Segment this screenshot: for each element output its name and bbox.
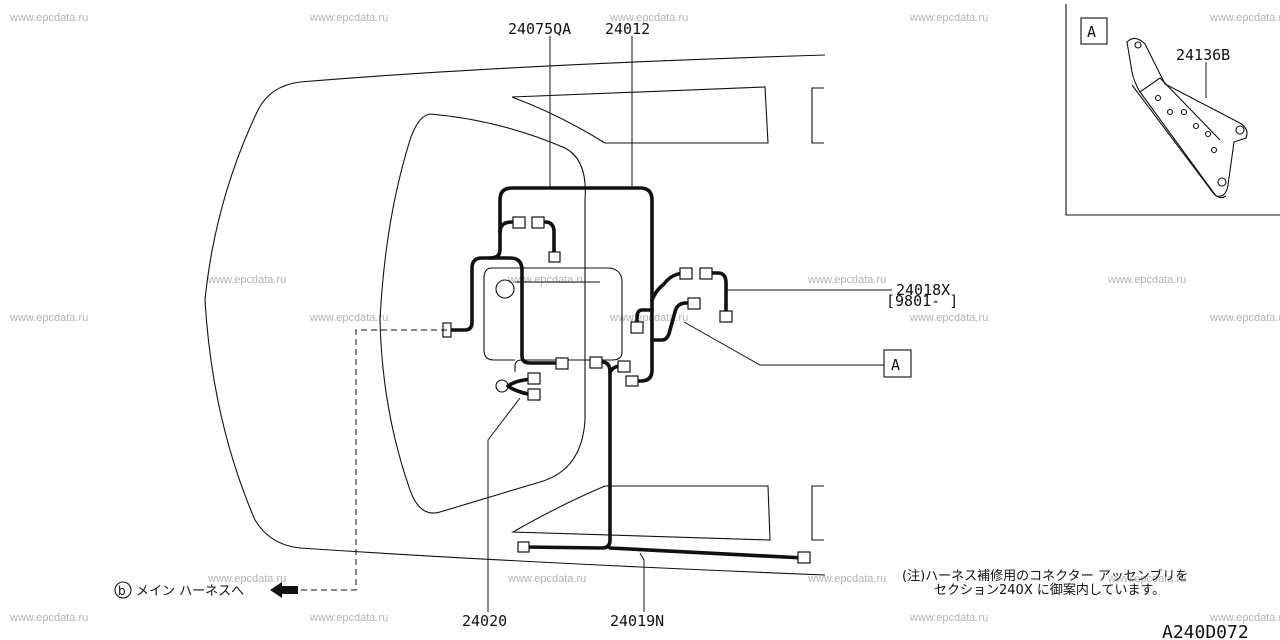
part-labels: 24075QA 24012 24018X [9801- ] 24020 2401…: [462, 20, 958, 630]
part-label-24018x: 24018X: [896, 281, 950, 299]
watermark: www.epcdata.ru: [9, 612, 88, 624]
connector: [699, 267, 713, 280]
watermark: www.epcdata.ru: [207, 274, 286, 286]
connector: [555, 357, 569, 370]
part-label-24020: 24020: [462, 612, 507, 630]
watermark: www.epcdata.ru: [909, 12, 988, 24]
connector: [617, 360, 631, 373]
watermark: www.epcdata.ru: [309, 312, 388, 324]
watermark: www.epcdata.ru: [1209, 12, 1280, 24]
watermark: www.epcdata.ru: [309, 12, 388, 24]
leader-lines: [300, 36, 892, 612]
connector: [517, 541, 530, 553]
watermark: www.epcdata.ru: [507, 274, 586, 286]
watermark: www.epcdata.ru: [1107, 274, 1186, 286]
watermark: www.epcdata.ru: [207, 573, 286, 585]
note-line-1: (注)ハーネス補修用のコネクター アッセンブリを: [902, 568, 1188, 584]
watermark: www.epcdata.ru: [9, 12, 88, 24]
bracket-drawing: [1126, 37, 1248, 199]
footnote: (注)ハーネス補修用のコネクター アッセンブリを セクション240X に御案内し…: [902, 568, 1188, 598]
note-line-2: セクション240X に御案内しています。: [934, 582, 1165, 598]
part-label-24012: 24012: [605, 20, 650, 38]
main-harness-label: メイン ハーネスへ: [136, 584, 244, 599]
watermark: www.epcdata.ru: [909, 312, 988, 324]
connector: [679, 267, 693, 280]
connector: [531, 216, 545, 229]
callout-box-a: A: [883, 349, 912, 378]
connector: [630, 321, 644, 334]
connector: [625, 375, 639, 387]
figure-code: A240D072: [1162, 622, 1249, 640]
circled-letter: b: [118, 584, 126, 598]
connector: [719, 310, 733, 323]
connector: [797, 551, 811, 564]
date-range-label: [9801- ]: [886, 292, 958, 310]
connector: [527, 388, 541, 401]
circled-letter-icon: [114, 581, 132, 599]
watermark: www.epcdata.ru: [507, 573, 586, 585]
connector: [527, 372, 541, 385]
harness-wires: [445, 186, 806, 560]
part-label-24075qa: 24075QA: [508, 20, 571, 38]
main-harness-pointer: b メイン ハーネスへ: [114, 581, 298, 599]
detail-inset-a: A 24136B: [1065, 4, 1280, 216]
inset-callout-letter: A: [1087, 23, 1096, 41]
watermark: www.epcdata.ru: [1209, 312, 1280, 324]
connector: [548, 251, 561, 263]
part-label-24136b: 24136B: [1176, 46, 1230, 64]
connector: [687, 297, 701, 310]
watermark: www.epcdata.ru: [807, 274, 886, 286]
watermark: www.epcdata.ru: [9, 312, 88, 324]
watermark: www.epcdata.ru: [1209, 612, 1280, 624]
watermark: www.epcdata.ru: [909, 612, 988, 624]
watermark: www.epcdata.ru: [807, 573, 886, 585]
watermark: www.epcdata.ru: [609, 312, 688, 324]
connector: [512, 216, 526, 229]
connector: [589, 356, 603, 369]
vehicle-body-outline: [204, 54, 826, 576]
part-label-24019n: 24019N: [610, 612, 664, 630]
left-arrow-icon: [270, 582, 298, 598]
watermark: www.epcdata.ru: [609, 12, 688, 24]
watermarks: www.epcdata.ru www.epcdata.ru www.epcdat…: [9, 12, 1280, 624]
watermark: www.epcdata.ru: [1107, 573, 1186, 585]
callout-letter: A: [891, 356, 900, 374]
watermark: www.epcdata.ru: [309, 612, 388, 624]
